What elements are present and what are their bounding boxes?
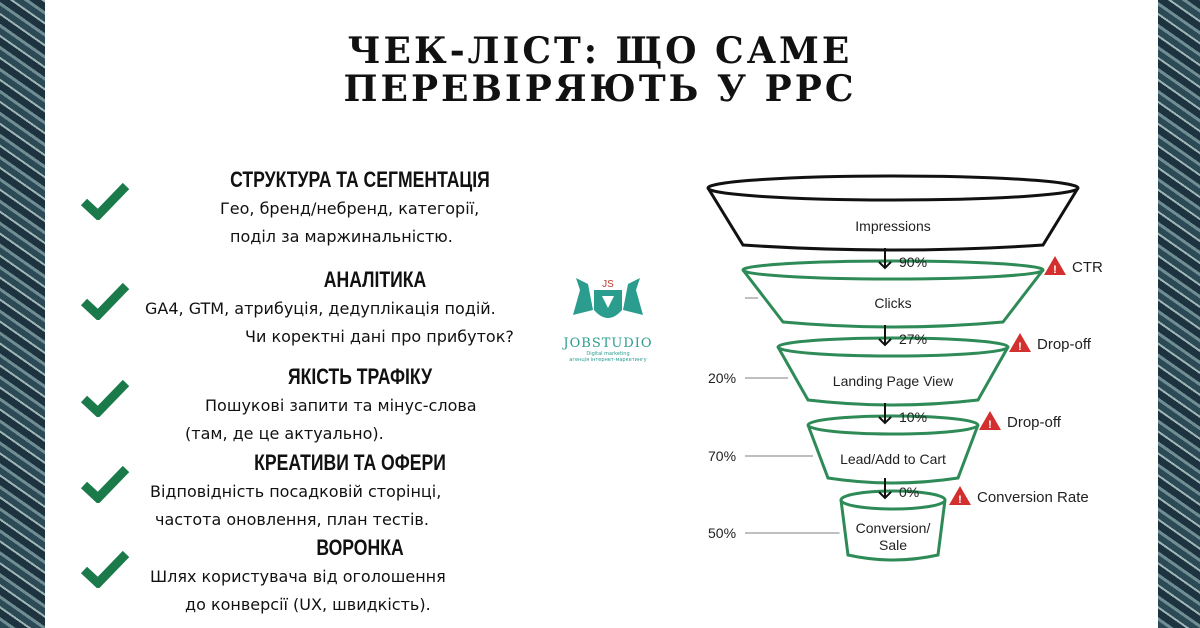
svg-text:JS: JS xyxy=(602,279,614,290)
down-arrow-icon xyxy=(878,478,892,500)
checklist-desc-line: поділ за маржинальністю. xyxy=(230,227,453,246)
down-arrow-icon xyxy=(878,248,892,270)
warning-label: Drop-off xyxy=(1007,414,1062,431)
funnel-stage xyxy=(741,269,1045,329)
left-decor-border xyxy=(0,0,45,628)
checklist-desc-line: (там, де це актуально). xyxy=(185,424,384,443)
checklist-desc-line: Гео, бренд/небренд, категорії, xyxy=(220,199,480,218)
down-arrow-icon xyxy=(878,325,892,347)
funnel-stage-label: Lead/Add to Cart xyxy=(840,451,946,467)
warning-label: CTR xyxy=(1072,259,1103,276)
funnel-stage xyxy=(839,499,947,562)
funnel-stage-label: Conversion/ xyxy=(856,520,931,536)
checkmark-icon xyxy=(80,182,130,220)
checklist-desc-line: Відповідність посадковій сторінці, xyxy=(150,482,442,501)
checklist-desc-line: GA4, GTM, атрибуція, дедуплікація подій. xyxy=(145,299,496,318)
funnel-stage xyxy=(806,424,980,485)
checklist-heading: КРЕАТИВИ ТА ОФЕРИ xyxy=(254,450,446,475)
side-percentage: 50% xyxy=(708,525,736,541)
funnel-stage-rim xyxy=(741,259,1045,281)
checklist-heading: АНАЛІТИКА xyxy=(323,267,427,292)
checklist-desc-line: Пошукові запити та мінус-слова xyxy=(205,396,477,415)
conversion-rate: 90% xyxy=(899,254,927,270)
svg-text:!: ! xyxy=(958,494,962,506)
funnel-stage-label: Clicks xyxy=(874,295,911,311)
conversion-rate: 0% xyxy=(899,484,919,500)
title-line-2: ПЕРЕВІРЯЮТЬ У PPC xyxy=(343,68,857,110)
checklist-heading: ВОРОНКА xyxy=(316,535,404,560)
warning-icon xyxy=(979,411,1001,430)
warning-label: Drop-off xyxy=(1037,336,1092,353)
svg-text:!: ! xyxy=(1053,264,1057,276)
svg-text:!: ! xyxy=(988,419,992,431)
logo-tagline: Digital marketing xyxy=(586,351,630,357)
checklist-desc-line: частота оновлення, план тестів. xyxy=(155,510,429,529)
svg-text:!: ! xyxy=(1018,341,1022,353)
right-decor-border xyxy=(1158,0,1200,628)
funnel-stage-label: Landing Page View xyxy=(833,373,954,389)
funnel-stage-rim xyxy=(776,336,1010,358)
funnel-stage-label: Sale xyxy=(879,537,907,553)
title-line-1: ЧЕК-ЛІСТ: ЩО САМЕ xyxy=(347,30,853,72)
logo-name: JOBSTUDIO xyxy=(563,336,653,351)
checklist-desc-line: до конверсії (UX, швидкість). xyxy=(185,595,431,614)
checklist-heading: СТРУКТУРА ТА СЕГМЕНТАЦІЯ xyxy=(230,167,490,192)
side-percentage: 20% xyxy=(708,370,736,386)
funnel-stage-rim xyxy=(839,489,947,511)
warning-label: Conversion Rate xyxy=(977,489,1089,506)
funnel-stage xyxy=(776,346,1010,407)
checklist-desc-line: Чи коректні дані про прибуток? xyxy=(245,327,514,346)
side-percentage: 70% xyxy=(708,448,736,464)
warning-icon xyxy=(1009,333,1031,352)
checkmark-icon xyxy=(80,550,130,588)
funnel-stage-label: Impressions xyxy=(855,218,930,234)
warning-icon xyxy=(949,486,971,505)
conversion-rate: 10% xyxy=(899,409,927,425)
checkmark-icon xyxy=(80,379,130,417)
down-arrow-icon xyxy=(878,403,892,425)
funnel-stage-rim xyxy=(806,414,980,436)
checkmark-icon xyxy=(80,465,130,503)
checklist-heading: ЯКІСТЬ ТРАФІКУ xyxy=(287,364,433,389)
conversion-rate: 27% xyxy=(899,331,927,347)
logo-crest-icon: JS xyxy=(573,278,643,318)
checklist-desc-line: Шлях користувача від оголошення xyxy=(150,567,446,586)
jobstudio-logo: JS JOBSTUDIO Digital marketing агенція і… xyxy=(558,270,658,363)
warning-icon xyxy=(1044,256,1066,275)
logo-subtitle: агенція інтернет-маркетингу xyxy=(569,357,647,363)
checkmark-icon xyxy=(80,282,130,320)
funnel-stage xyxy=(706,187,1080,252)
funnel-stage-rim xyxy=(706,174,1080,202)
